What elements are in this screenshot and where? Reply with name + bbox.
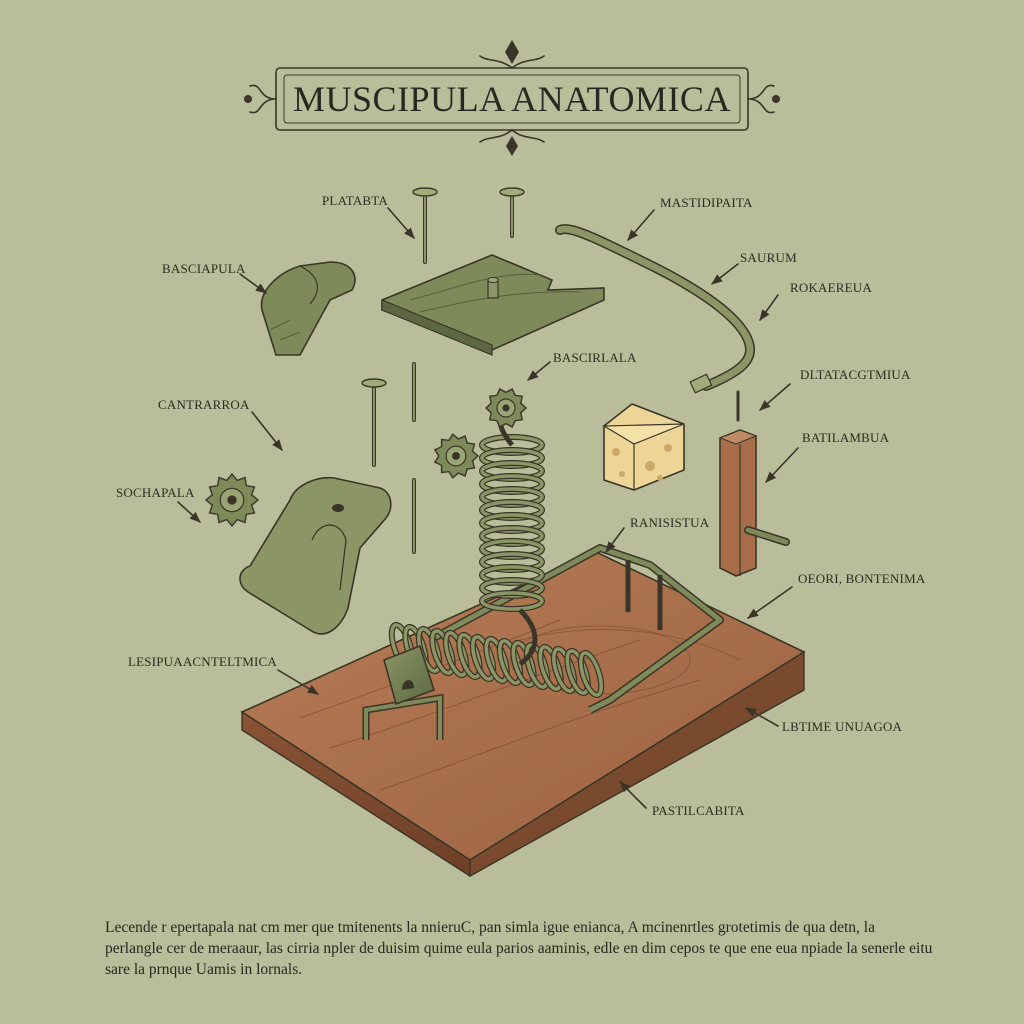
trigger-plate [239, 476, 392, 635]
label-mastidipaita: MASTIDIPAITA [660, 195, 753, 210]
nail-icon [361, 378, 387, 467]
title-banner: MUSCIPULA ANATOMICA [244, 40, 780, 156]
leader-arrows [177, 207, 799, 809]
cheese-icon [601, 403, 685, 491]
label-lesipua: LESIPUAACNTELTMICA [128, 654, 277, 669]
ornamental-frame [244, 40, 780, 156]
page-title: MUSCIPULA ANATOMICA [293, 79, 731, 119]
gear-icon [204, 472, 260, 528]
label-ranisistua: RANISISTUA [630, 515, 710, 530]
vertical-spring [479, 406, 545, 667]
label-lbtime: LBTIME UNUAGOA [782, 719, 903, 734]
gear-icon [484, 388, 528, 428]
label-saurum: SAURUM [740, 250, 797, 265]
label-pastilcabita: PASTILCABITA [652, 803, 745, 818]
label-plataba: PLATABTA [322, 193, 388, 208]
label-basciapula: BASCIAPULA [162, 261, 246, 276]
label-batilambua: BATILAMBUA [802, 430, 890, 445]
label-rokaereua: ROKAEREUA [790, 280, 872, 295]
gear-icon [433, 433, 480, 479]
catch-bracket [362, 644, 444, 740]
label-sochapala: SOCHAPALA [116, 485, 195, 500]
legend-text: Lecende r epertapala nat cm mer que tmit… [105, 919, 933, 978]
bait-platform [381, 254, 605, 356]
nail-icon [412, 187, 438, 264]
label-oeori: OEORI, BONTENIMA [798, 571, 926, 586]
label-dltatacgmiua: DLTATACGTMIUA [800, 367, 911, 382]
label-cantrarroa: CANTRARROA [158, 397, 250, 412]
kill-bar [428, 544, 724, 714]
curved-bracket [260, 261, 356, 356]
wire-lever [555, 224, 755, 394]
wood-block [718, 429, 790, 577]
nail-icon [499, 187, 525, 238]
part-labels: PLATABTA MASTIDIPAITA BASCIAPULA SAURUM … [116, 193, 926, 818]
label-bascirlala: BASCIRLALA [553, 350, 637, 365]
